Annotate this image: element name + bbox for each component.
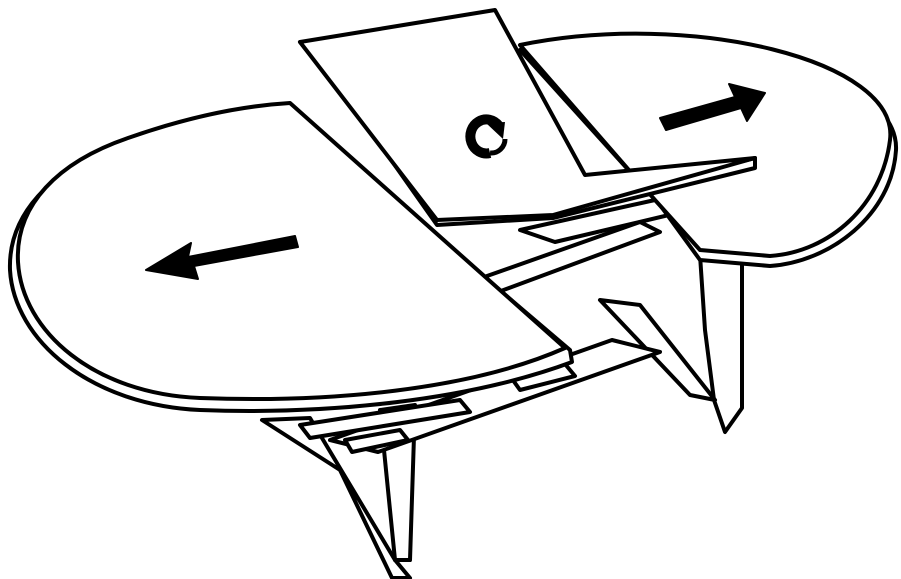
right-leaf-top [518,31,893,258]
left-table-leaf [7,101,574,413]
middle-stretcher [298,398,472,440]
right-table-leaf [518,31,899,268]
table-base [260,198,744,579]
rotate-icon [465,114,508,159]
center-leaf [298,8,757,227]
right-leg [698,248,744,434]
arrow-left-icon [145,235,299,280]
left-leg [260,416,412,579]
left-leaf-top [15,101,567,401]
slot-rail-a [343,428,410,454]
center-leaf-top [298,8,757,222]
arrow-right-icon [659,83,766,131]
